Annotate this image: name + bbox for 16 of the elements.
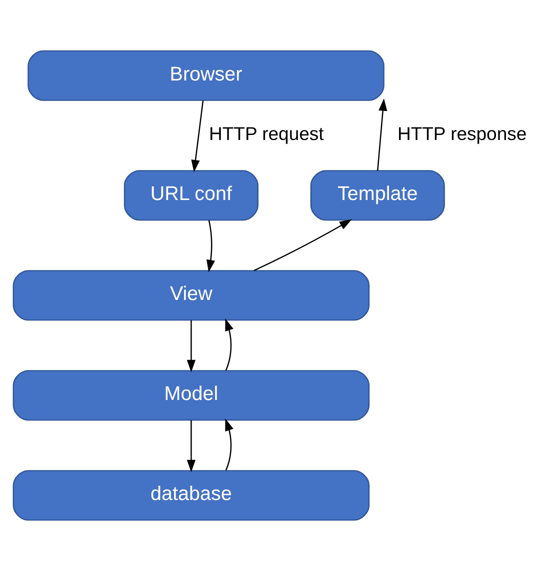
arrow: [254, 219, 352, 272]
arrow: [377, 98, 388, 171]
arrow: [191, 100, 204, 172]
node-box: database: [12, 470, 370, 521]
node-box: View: [12, 270, 370, 321]
node-box: Browser: [28, 50, 384, 101]
edge-label: HTTP request: [208, 122, 324, 144]
arrow: [225, 418, 234, 471]
node-box: Model: [12, 370, 370, 421]
arrow: [186, 420, 196, 472]
edge-label: HTTP response: [397, 122, 527, 144]
arrow: [206, 220, 216, 272]
arrow: [186, 320, 196, 372]
arrow: [225, 318, 234, 371]
node-box: URL conf: [124, 170, 258, 221]
node-box: Template: [310, 170, 445, 221]
